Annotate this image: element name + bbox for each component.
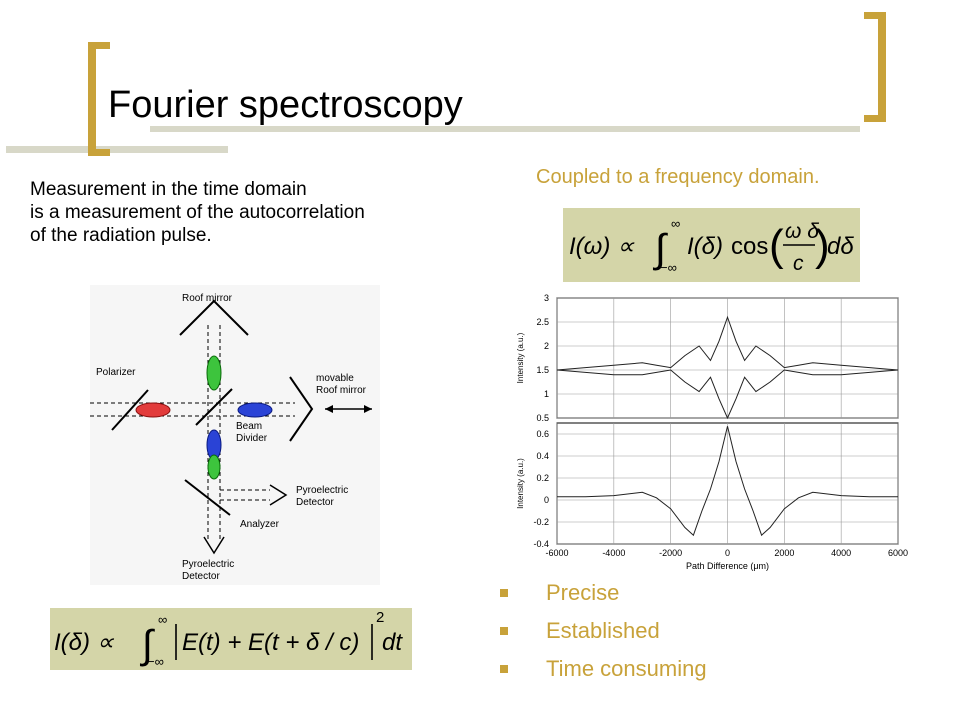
label-roof-mirror-2: Roof mirror: [316, 385, 367, 396]
svg-text:(: (: [769, 221, 784, 270]
label-movable: movable: [316, 373, 354, 384]
chart-y-tick-label: -0.2: [533, 517, 549, 527]
left-bracket-bottom: [88, 149, 110, 156]
bullet-text: Precise: [546, 580, 620, 605]
slide-title: Fourier spectroscopy: [108, 84, 463, 126]
frequency-equation: I(ω) ∝ ∫ ∞ −∞ I(δ) cos ( ω δ c ) dδ: [569, 216, 854, 275]
chart-y-tick-label: 0: [544, 495, 549, 505]
bullet-text: Time consuming: [546, 656, 707, 681]
label-beam: Beam: [236, 421, 262, 432]
chart-y-tick-label: 0.5: [536, 413, 549, 423]
chart-x-axis-label: Path Difference (μm): [686, 561, 769, 571]
label-detector-2: Detector: [182, 571, 220, 582]
bullet-item: Time consuming: [496, 654, 707, 692]
chart-y-tick-label: 2: [544, 341, 549, 351]
chart-y-tick-label: 1: [544, 389, 549, 399]
left-text-line-3: of the radiation pulse.: [30, 225, 212, 246]
bullet-square-icon: [500, 627, 508, 635]
chart-x-tick-label: 4000: [831, 548, 851, 558]
left-text-line-2: is a measurement of the autocorrelation: [30, 202, 365, 223]
chart-series-line: [556, 369, 899, 420]
bullet-square-icon: [500, 589, 508, 597]
bullet-list: Precise Established Time consuming: [496, 578, 707, 692]
bullet-text: Established: [546, 618, 660, 643]
bullet-square-icon: [500, 665, 508, 673]
chart-y-tick-label: 0.6: [536, 429, 549, 439]
svg-text:dt: dt: [382, 629, 403, 656]
chart-y-tick-label: -0.4: [533, 539, 549, 549]
svg-text:): ): [815, 221, 830, 270]
chart-y-tick-label: 0.2: [536, 473, 549, 483]
svg-text:cos: cos: [731, 233, 768, 260]
label-pyroelectric-2: Pyroelectric: [182, 559, 234, 570]
chart-y-tick-label: 1.5: [536, 365, 549, 375]
bullet-item: Established: [496, 616, 707, 654]
left-accent-bar: [6, 146, 228, 153]
autocorrelation-equation-box: I(δ) ∝ ∫ ∞ −∞ E(t) + E(t + δ / c) 2 dt: [50, 608, 412, 670]
svg-text:−∞: −∞: [147, 654, 164, 669]
chart-series-line: [557, 426, 898, 537]
interferometer-drawing: Roof mirror Polarizer movable Roof mirro…: [90, 293, 372, 582]
chart-x-tick-label: -2000: [659, 548, 682, 558]
chart-series-line: [556, 315, 899, 371]
left-description: Measurement in the time domain is a meas…: [30, 178, 365, 247]
label-polarizer: Polarizer: [96, 367, 136, 378]
svg-text:∫: ∫: [140, 623, 156, 667]
svg-text:I(δ) ∝: I(δ) ∝: [54, 629, 115, 656]
label-roof-mirror: Roof mirror: [182, 293, 233, 304]
svg-text:∞: ∞: [671, 216, 680, 231]
svg-text:I(δ): I(δ): [687, 233, 723, 260]
svg-text:∫: ∫: [653, 227, 669, 271]
svg-text:I(ω) ∝: I(ω) ∝: [569, 233, 635, 260]
right-bracket-vertical: [878, 12, 886, 122]
interferometer-diagram: Roof mirror Polarizer movable Roof mirro…: [90, 285, 380, 585]
chart-y-tick-label: 2.5: [536, 317, 549, 327]
chart-y-tick-label: 0.4: [536, 451, 549, 461]
right-heading: Coupled to a frequency domain.: [536, 166, 820, 188]
label-pyroelectric-1: Pyroelectric: [296, 485, 348, 496]
chart-y-axis-label: Intensity (a.u.): [516, 458, 525, 509]
left-bracket-vertical: [88, 42, 96, 156]
frequency-equation-box: I(ω) ∝ ∫ ∞ −∞ I(δ) cos ( ω δ c ) dδ: [563, 208, 860, 282]
bullet-item: Precise: [496, 578, 707, 616]
label-divider: Divider: [236, 433, 268, 444]
svg-text:2: 2: [376, 609, 384, 626]
chart-y-tick-label: 3: [544, 293, 549, 303]
svg-text:dδ: dδ: [827, 233, 854, 260]
svg-text:∞: ∞: [158, 612, 167, 627]
chart-y-axis-label: Intensity (a.u.): [516, 332, 525, 383]
title-underline-bar: [150, 126, 860, 132]
chart-x-tick-label: 0: [725, 548, 730, 558]
chart-x-tick-label: 2000: [774, 548, 794, 558]
svg-text:E(t) + E(t + δ / c): E(t) + E(t + δ / c): [182, 629, 359, 656]
right-bracket-top: [864, 12, 886, 19]
chart-x-tick-label: -6000: [545, 548, 568, 558]
label-detector-1: Detector: [296, 497, 334, 508]
svg-text:−∞: −∞: [660, 260, 677, 275]
autocorrelation-equation: I(δ) ∝ ∫ ∞ −∞ E(t) + E(t + δ / c) 2 dt: [54, 609, 403, 669]
svg-text:c: c: [793, 252, 804, 275]
left-text-line-1: Measurement in the time domain: [30, 179, 307, 200]
chart-x-tick-label: 6000: [888, 548, 908, 558]
chart-x-tick-label: -4000: [602, 548, 625, 558]
label-analyzer: Analyzer: [240, 519, 280, 530]
left-bracket-top: [88, 42, 110, 49]
right-bracket-bottom: [864, 115, 886, 122]
svg-text:ω δ: ω δ: [785, 220, 819, 243]
